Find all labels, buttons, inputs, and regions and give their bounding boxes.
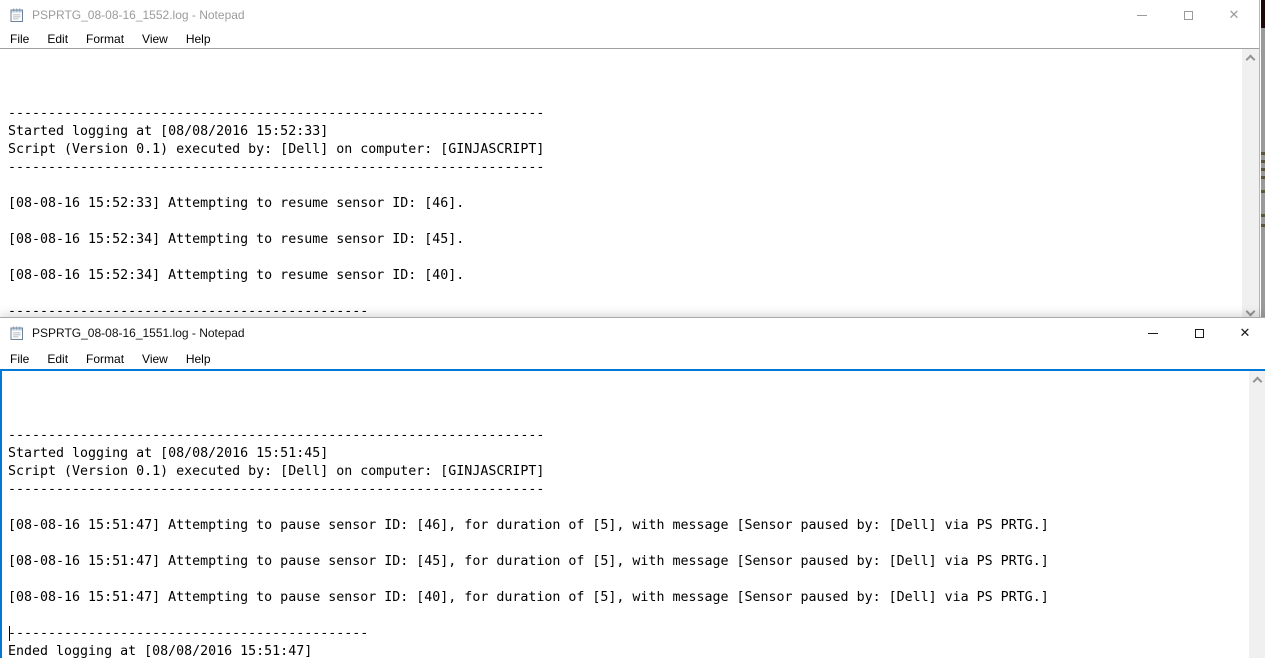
text-area[interactable]: ----------------------------------------… bbox=[0, 49, 1242, 322]
menubar: File Edit Format View Help bbox=[0, 348, 1265, 369]
scroll-up-button[interactable] bbox=[1242, 49, 1259, 66]
scroll-marker bbox=[1261, 152, 1265, 155]
close-icon: ✕ bbox=[1239, 325, 1251, 341]
caption-buttons: ✕ bbox=[1130, 318, 1265, 348]
scroll-marker bbox=[1261, 214, 1265, 217]
log-line: Script (Version 0.1) executed by: [Dell]… bbox=[8, 464, 545, 479]
log-line: Started logging at [08/08/2016 15:52:33] bbox=[8, 124, 329, 139]
maximize-icon bbox=[1183, 10, 1193, 20]
log-line: ----------------------------------------… bbox=[8, 106, 545, 121]
background-window-titlebar-sliver bbox=[1261, 0, 1265, 28]
background-window-sliver bbox=[1261, 0, 1265, 317]
scroll-marker bbox=[1261, 224, 1265, 227]
menu-item[interactable]: View bbox=[142, 32, 168, 46]
log-line: [08-08-16 15:51:47] Attempting to pause … bbox=[8, 590, 1049, 605]
log-line: Script (Version 0.1) executed by: [Dell]… bbox=[8, 142, 545, 157]
vertical-scrollbar[interactable] bbox=[1242, 49, 1259, 322]
scroll-marker bbox=[1261, 176, 1265, 179]
log-line: Started logging at [08/08/2016 15:51:45] bbox=[8, 446, 329, 461]
minimize-button[interactable] bbox=[1119, 0, 1165, 30]
window-title: PSPRTG_08-08-16_1551.log - Notepad bbox=[32, 326, 245, 340]
log-line: ----------------------------------------… bbox=[8, 626, 369, 641]
log-line: ----------------------------------------… bbox=[8, 482, 545, 497]
log-line bbox=[8, 213, 1242, 231]
text-area[interactable]: ----------------------------------------… bbox=[2, 371, 1248, 658]
log-line bbox=[8, 285, 1242, 303]
log-line: ----------------------------------------… bbox=[8, 428, 545, 443]
log-line bbox=[8, 607, 1248, 625]
menubar: File Edit Format View Help bbox=[0, 30, 1259, 48]
log-line: ----------------------------------------… bbox=[8, 304, 369, 319]
minimize-button[interactable] bbox=[1130, 318, 1176, 348]
scroll-marker bbox=[1261, 168, 1265, 171]
minimize-icon bbox=[1148, 332, 1158, 334]
maximize-button[interactable] bbox=[1165, 0, 1211, 30]
chevron-up-icon bbox=[1252, 376, 1262, 387]
log-line: Ended logging at [08/08/2016 15:51:47] bbox=[8, 644, 313, 658]
notepad-window-1552: PSPRTG_08-08-16_1552.log - Notepad ✕ Fil… bbox=[0, 0, 1260, 322]
log-line: [08-08-16 15:52:34] Attempting to resume… bbox=[8, 232, 465, 247]
menu-item[interactable]: Format bbox=[86, 351, 125, 366]
log-line bbox=[8, 535, 1248, 553]
log-line: [08-08-16 15:52:34] Attempting to resume… bbox=[8, 268, 465, 283]
log-line: [08-08-16 15:52:33] Attempting to resume… bbox=[8, 196, 465, 211]
caption-buttons: ✕ bbox=[1119, 0, 1257, 30]
close-icon: ✕ bbox=[1228, 7, 1240, 23]
log-line bbox=[8, 249, 1242, 267]
minimize-icon bbox=[1137, 14, 1147, 16]
menu-item[interactable]: View bbox=[142, 351, 168, 366]
titlebar[interactable]: PSPRTG_08-08-16_1551.log - Notepad ✕ bbox=[0, 318, 1265, 348]
edit-area: ----------------------------------------… bbox=[0, 48, 1259, 322]
text-cursor bbox=[9, 626, 10, 641]
log-line: [08-08-16 15:51:47] Attempting to pause … bbox=[8, 518, 1049, 533]
maximize-button[interactable] bbox=[1176, 318, 1222, 348]
log-line bbox=[8, 177, 1242, 195]
menu-item[interactable]: Help bbox=[185, 351, 211, 366]
menu-item[interactable]: File bbox=[10, 351, 30, 366]
close-button[interactable]: ✕ bbox=[1211, 0, 1257, 30]
chevron-up-icon bbox=[1245, 54, 1256, 65]
log-line bbox=[8, 499, 1248, 517]
close-button[interactable]: ✕ bbox=[1222, 318, 1265, 348]
menu-item[interactable]: Format bbox=[86, 32, 125, 46]
log-line: ----------------------------------------… bbox=[8, 160, 545, 175]
menu-item[interactable]: File bbox=[10, 32, 30, 46]
vertical-scrollbar[interactable] bbox=[1249, 371, 1265, 658]
menu-item[interactable]: Help bbox=[185, 32, 211, 46]
log-line bbox=[8, 571, 1248, 589]
notepad-app-icon bbox=[10, 8, 23, 22]
scroll-marker bbox=[1261, 190, 1265, 193]
chevron-down-icon bbox=[1245, 306, 1256, 317]
log-line: [08-08-16 15:51:47] Attempting to pause … bbox=[8, 554, 1049, 569]
notepad-app-icon bbox=[10, 326, 23, 340]
window-title: PSPRTG_08-08-16_1552.log - Notepad bbox=[32, 8, 245, 22]
maximize-icon bbox=[1194, 328, 1204, 338]
edit-area: ----------------------------------------… bbox=[0, 369, 1265, 658]
scroll-up-button[interactable] bbox=[1249, 371, 1265, 388]
menu-item[interactable]: Edit bbox=[47, 32, 69, 46]
titlebar[interactable]: PSPRTG_08-08-16_1552.log - Notepad ✕ bbox=[0, 0, 1259, 30]
menu-item[interactable]: Edit bbox=[47, 351, 69, 366]
notepad-window-1551: PSPRTG_08-08-16_1551.log - Notepad ✕ Fil… bbox=[0, 317, 1265, 658]
scroll-marker bbox=[1261, 160, 1265, 163]
